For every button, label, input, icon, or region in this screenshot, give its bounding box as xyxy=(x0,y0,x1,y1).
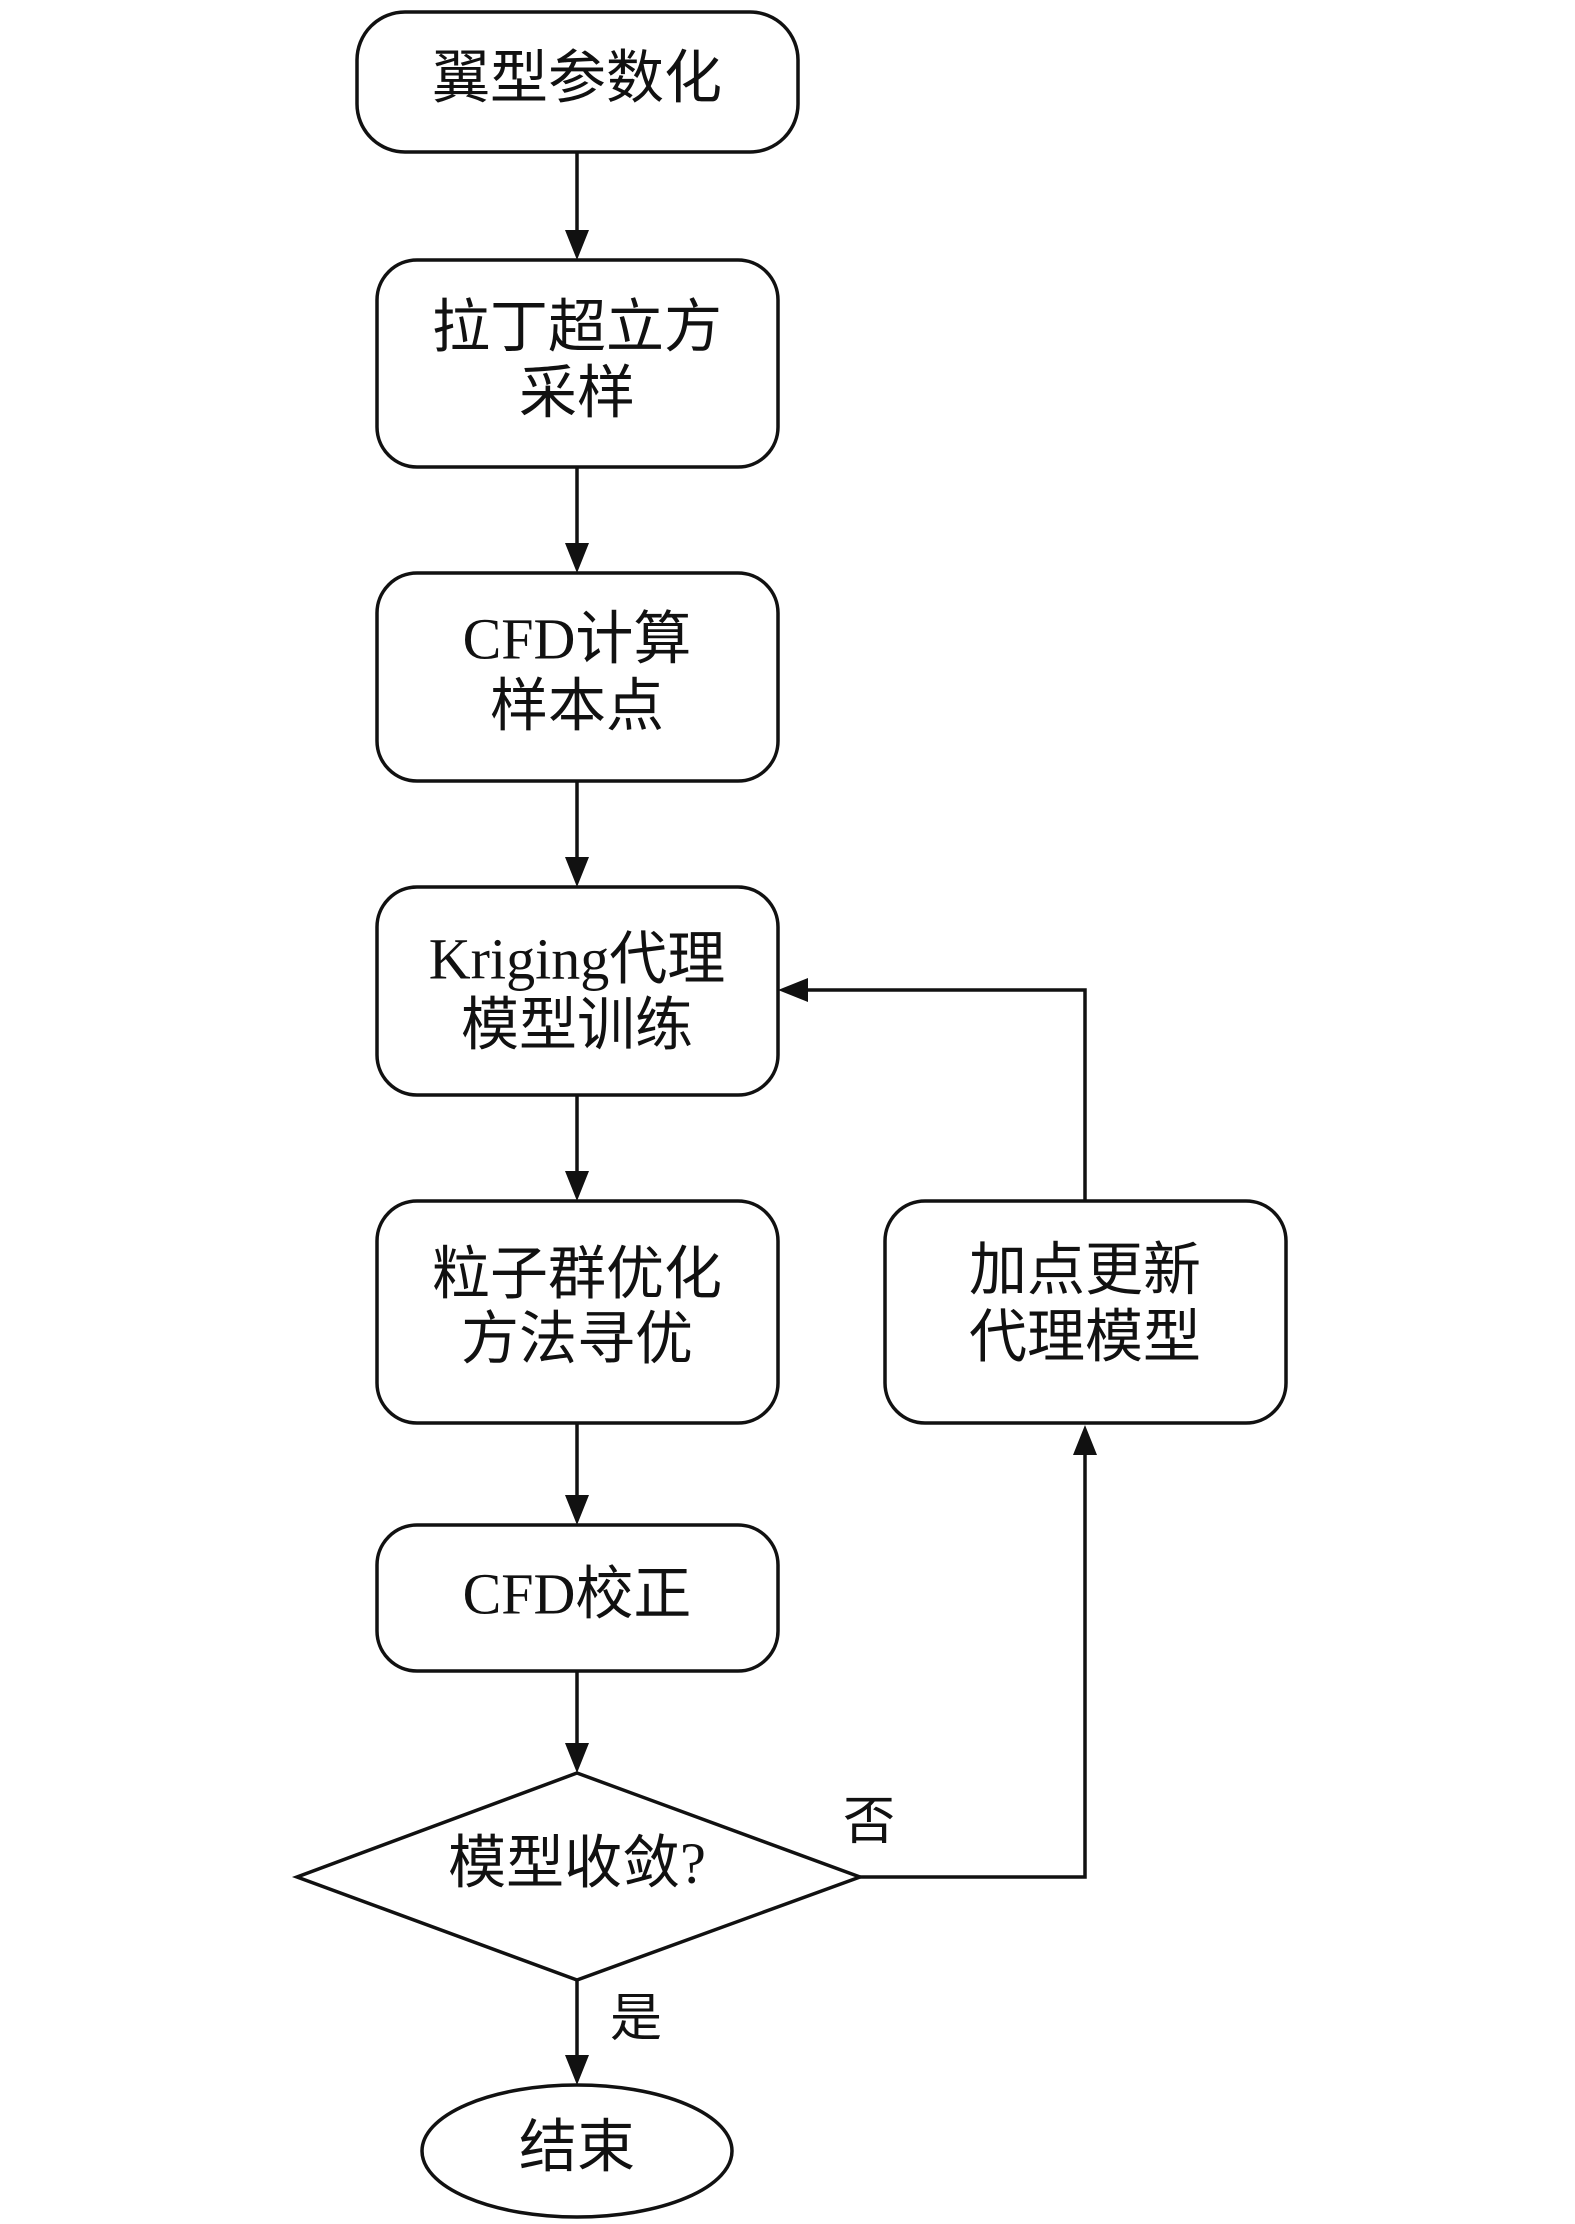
process-box xyxy=(375,885,780,1097)
node-label: 模型收敛? xyxy=(448,1830,706,1895)
node-cfd-sample-points: CFD计算 样本点 xyxy=(375,571,780,783)
node-update-surrogate: 加点更新 代理模型 xyxy=(883,1199,1288,1425)
arrowhead xyxy=(1073,1425,1097,1455)
node-pso-optimization: 粒子群优化 方法寻优 xyxy=(375,1199,780,1425)
process-box xyxy=(355,10,800,154)
arrowhead xyxy=(565,1495,589,1525)
node-label: 样本点 xyxy=(490,673,664,738)
node-latin-hypercube-sampling: 拉丁超立方 采样 xyxy=(375,258,780,469)
edge-label-yes: 是 xyxy=(610,1991,662,2048)
process-box xyxy=(375,258,780,469)
arrowhead xyxy=(565,1743,589,1773)
decision-diamond xyxy=(291,1771,866,1982)
node-label: 代理模型 xyxy=(969,1304,1201,1369)
node-label: 结束 xyxy=(519,2114,635,2179)
node-label: 加点更新 xyxy=(969,1237,1201,1302)
node-kriging-training: Kriging代理 模型训练 xyxy=(375,885,780,1097)
arrowhead xyxy=(565,2055,589,2085)
node-label: CFD计算 xyxy=(463,606,692,671)
node-cfd-verification: CFD校正 xyxy=(375,1523,780,1673)
node-label: 翼型参数化 xyxy=(432,45,722,110)
node-label: 拉丁超立方 xyxy=(432,294,722,359)
edge-decision-to-update xyxy=(860,1450,1087,1879)
arrowhead xyxy=(778,978,808,1002)
node-label: Kriging代理 xyxy=(429,926,725,991)
terminal-ellipse xyxy=(420,2083,734,2219)
arrowhead xyxy=(565,230,589,260)
node-label: 采样 xyxy=(519,360,635,425)
arrowhead xyxy=(565,543,589,573)
process-box xyxy=(375,571,780,783)
node-end: 结束 xyxy=(420,2083,734,2219)
process-box xyxy=(883,1199,1288,1425)
arrowhead xyxy=(565,1171,589,1201)
node-label: 模型训练 xyxy=(461,992,693,1057)
node-label: CFD校正 xyxy=(463,1561,692,1626)
edge-label-no: 否 xyxy=(843,1794,895,1851)
node-label: 方法寻优 xyxy=(461,1306,693,1371)
node-label: 粒子群优化 xyxy=(432,1241,722,1306)
node-convergence-decision: 模型收敛? xyxy=(291,1771,866,1982)
process-box xyxy=(375,1199,780,1425)
edge-update-to-kriging xyxy=(803,988,1087,1201)
arrowhead xyxy=(565,857,589,887)
process-box xyxy=(375,1523,780,1673)
node-airfoil-parameterization: 翼型参数化 xyxy=(355,10,800,154)
connectors xyxy=(565,152,1097,2085)
